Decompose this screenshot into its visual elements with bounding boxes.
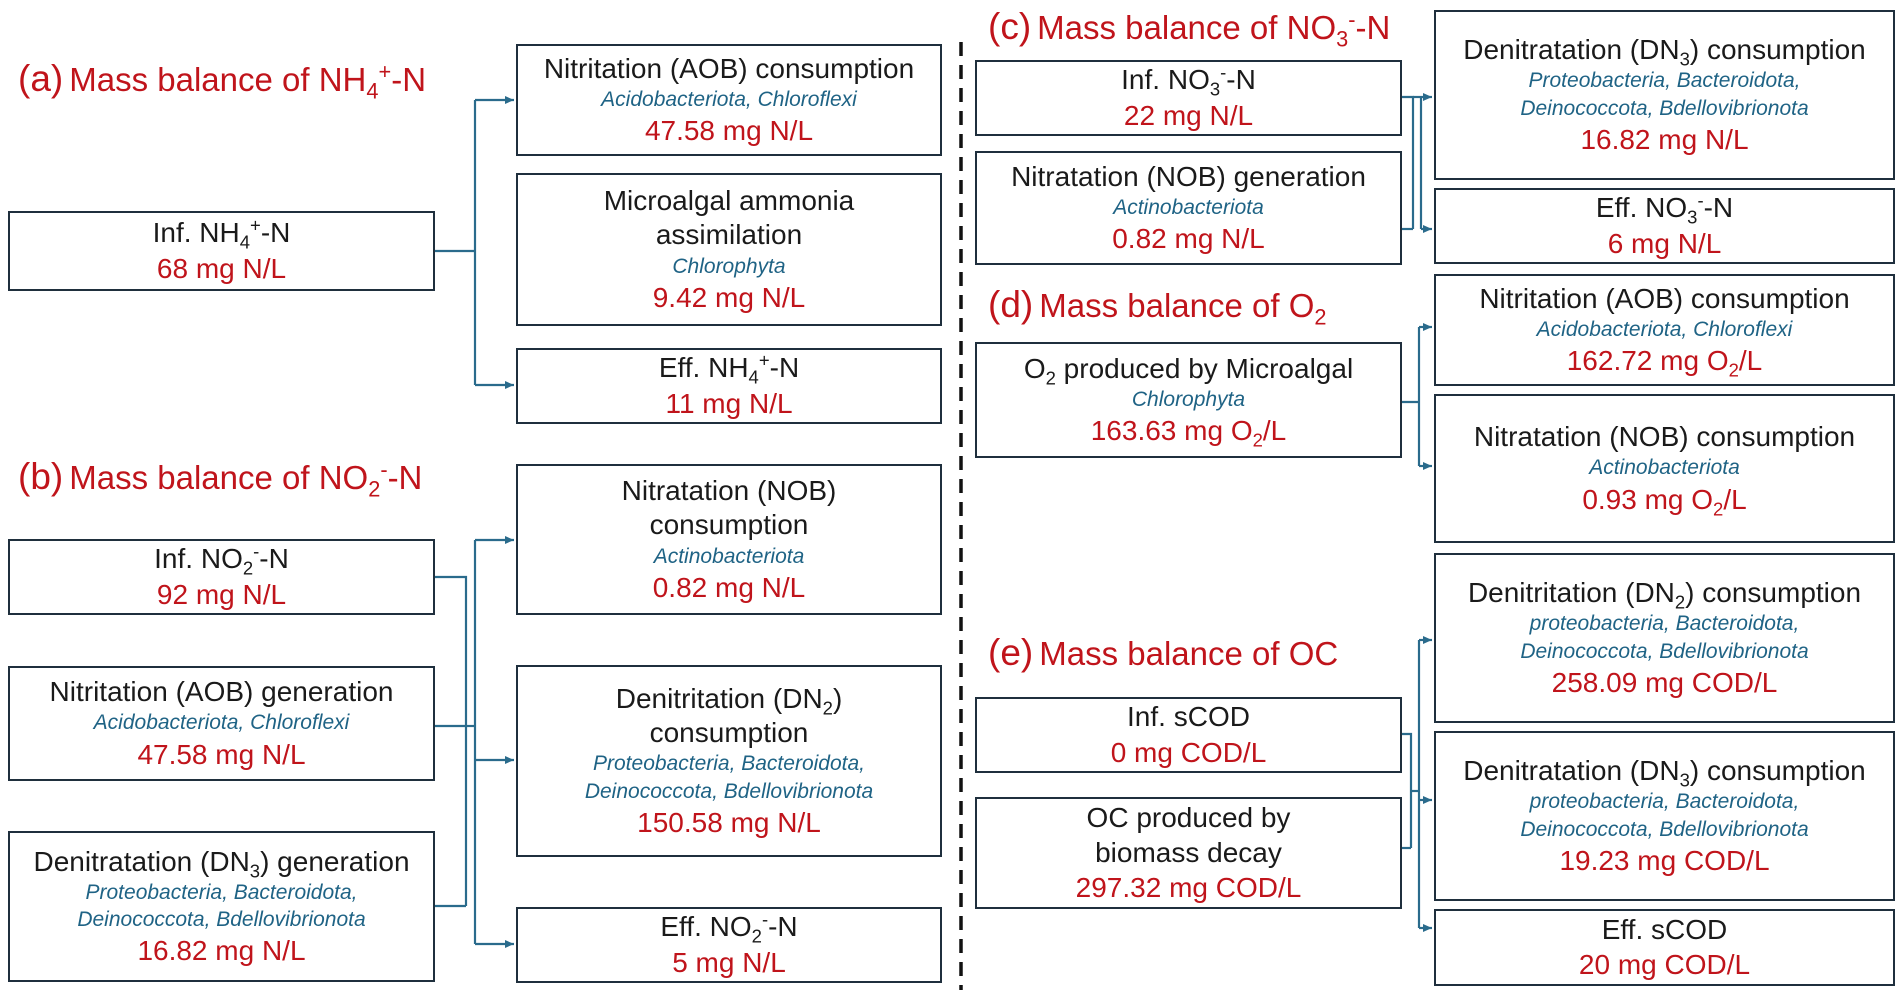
section-title-a: (a)Mass balance of NH4+-N (18, 58, 427, 104)
box-label: O2 produced by Microalgal (1023, 352, 1354, 389)
box-label: Denitratation (DN3) generation (33, 845, 410, 882)
box-denitratation-dn3-consumption: Denitratation (DN3) consumption Proteoba… (1434, 10, 1895, 180)
box-value: 11 mg N/L (665, 387, 793, 419)
box-label: Eff. NO2--N (660, 909, 798, 948)
box-value: 0.82 mg N/L (652, 571, 806, 603)
box-value: 68 mg N/L (156, 252, 287, 284)
box-label: Nitratation (NOB) consumption (1473, 421, 1856, 453)
box-nitratation-nob-generation: Nitratation (NOB) generation Actinobacte… (975, 151, 1402, 265)
box-value: 0 mg COD/L (1110, 736, 1267, 768)
box-nitratation-nob-o2-consumption: Nitratation (NOB) consumption Actinobact… (1434, 394, 1895, 543)
box-organisms-line2: Deinococcota, Bdellovibrionota (1520, 817, 1809, 841)
box-label-line1: OC produced by (1086, 802, 1291, 834)
box-eff-scod: Eff. sCOD 20 mg COD/L (1434, 909, 1895, 986)
box-organisms: Actinobacteriota (1589, 456, 1740, 480)
box-value: 258.09 mg COD/L (1551, 666, 1778, 698)
box-label-line1: Nitratation (NOB) (621, 475, 837, 507)
box-label: Denitratation (DN3) consumption (1463, 34, 1866, 70)
box-inf-scod: Inf. sCOD 0 mg COD/L (975, 697, 1402, 773)
box-label: Nitritation (AOB) consumption (543, 52, 915, 84)
box-label: Inf. NO2--N (154, 541, 289, 580)
box-denitratation-dn3-cod-consumption: Denitratation (DN3) consumption proteoba… (1434, 731, 1895, 901)
connector-a (435, 96, 514, 389)
box-value: 5 mg N/L (672, 946, 786, 978)
box-value: 0.93 mg O2/L (1582, 483, 1747, 520)
box-label: Nitritation (AOB) generation (49, 676, 394, 708)
box-value: 92 mg N/L (156, 578, 287, 610)
box-nitritation-aob-consumption: Nitritation (AOB) consumption Acidobacte… (516, 44, 942, 156)
box-value: 9.42 mg N/L (652, 281, 806, 313)
section-title-d: (d)Mass balance of O2 (988, 284, 1327, 330)
box-value: 0.82 mg N/L (1112, 223, 1265, 255)
box-denitritation-dn2-cod-consumption: Denitritation (DN2) consumption proteoba… (1434, 553, 1895, 723)
box-organisms-line2: Deinococcota, Bdellovibrionota (1520, 639, 1809, 663)
section-title-b: (b)Mass balance of NO2--N (18, 456, 423, 502)
box-label: Nitratation (NOB) generation (1011, 160, 1366, 192)
box-label: Eff. NO3--N (1595, 190, 1734, 229)
box-label-line1: Microalgal ammonia (603, 185, 855, 217)
box-organisms: Actinobacteriota (653, 544, 805, 568)
box-organisms-line2: Deinococcota, Bdellovibrionota (584, 779, 874, 803)
box-label: Eff. NH4+-N (658, 350, 800, 389)
box-label: Nitritation (AOB) consumption (1479, 282, 1850, 314)
box-inf-no3: Inf. NO3--N 22 mg N/L (975, 60, 1402, 136)
box-nitratation-nob-consumption: Nitratation (NOB) consumption Actinobact… (516, 464, 942, 615)
box-nitritation-aob-generation: Nitritation (AOB) generation Acidobacter… (8, 666, 435, 781)
box-label: Eff. sCOD (1601, 913, 1728, 945)
box-eff-nh4: Eff. NH4+-N 11 mg N/L (516, 348, 942, 424)
box-organisms: Actinobacteriota (1113, 195, 1264, 219)
section-title-c: (c)Mass balance of NO3--N (988, 6, 1391, 52)
box-value: 47.58 mg N/L (137, 738, 306, 770)
box-oc-produced-biomass-decay: OC produced by biomass decay 297.32 mg C… (975, 797, 1402, 909)
box-organisms: Acidobacteriota, Chloroflexi (93, 711, 350, 735)
box-eff-no3: Eff. NO3--N 6 mg N/L (1434, 188, 1895, 264)
box-organisms-line2: Deinococcota, Bdellovibrionota (1520, 96, 1809, 120)
box-label: Inf. NO3--N (1121, 62, 1256, 101)
box-value: 6 mg N/L (1607, 227, 1722, 259)
box-label: Denitratation (DN3) consumption (1463, 755, 1866, 791)
box-label-line2: consumption (649, 717, 809, 749)
box-label-line2: assimilation (655, 219, 803, 251)
box-value: 150.58 mg N/L (637, 806, 821, 838)
box-value: 16.82 mg N/L (1580, 123, 1749, 155)
connector-e (1402, 636, 1432, 932)
connector-c (1402, 93, 1432, 233)
box-organisms-line1: Proteobacteria, Bacteroidota, (85, 880, 358, 904)
section-title-e: (e)Mass balance of OC (988, 632, 1339, 673)
box-value: 162.72 mg O2/L (1566, 345, 1763, 381)
box-label: Inf. NH4+-N (152, 215, 291, 254)
box-denitratation-dn3-generation: Denitratation (DN3) generation Proteobac… (8, 831, 435, 982)
box-value: 16.82 mg N/L (137, 935, 306, 967)
box-organisms: Acidobacteriota, Chloroflexi (601, 87, 857, 111)
box-label-line2: biomass decay (1095, 836, 1282, 868)
box-organisms-line1: proteobacteria, Bacteroidota, (1529, 612, 1800, 636)
box-value: 20 mg COD/L (1578, 949, 1751, 981)
box-value: 163.63 mg O2/L (1090, 415, 1287, 451)
box-inf-no2: Inf. NO2--N 92 mg N/L (8, 539, 435, 615)
box-denitritation-dn2-consumption: Denitritation (DN2) consumption Proteoba… (516, 665, 942, 857)
box-value: 297.32 mg COD/L (1075, 871, 1302, 903)
box-organisms-line1: Proteobacteria, Bacteroidota, (593, 752, 865, 776)
box-organisms: Acidobacteriota, Chloroflexi (1536, 317, 1793, 341)
box-label-line1: Denitritation (DN2) (615, 683, 843, 719)
box-organisms: Chlorophyta (672, 254, 786, 278)
box-nitritation-aob-o2-consumption: Nitritation (AOB) consumption Acidobacte… (1434, 274, 1895, 386)
box-eff-no2: Eff. NO2--N 5 mg N/L (516, 907, 942, 983)
box-inf-nh4: Inf. NH4+-N 68 mg N/L (8, 211, 435, 291)
box-organisms-line1: proteobacteria, Bacteroidota, (1529, 790, 1800, 814)
box-organisms-line2: Deinococcota, Bdellovibrionota (77, 908, 366, 932)
box-label: Denitritation (DN2) consumption (1467, 577, 1862, 613)
box-microalgal-ammonia-assimilation: Microalgal ammonia assimilation Chloroph… (516, 173, 942, 326)
box-value: 22 mg N/L (1123, 99, 1254, 131)
connector-b (435, 536, 514, 948)
box-value: 47.58 mg N/L (644, 115, 814, 147)
box-label-line2: consumption (649, 509, 809, 541)
box-label: Inf. sCOD (1127, 701, 1250, 733)
box-value: 19.23 mg COD/L (1559, 844, 1770, 876)
box-organisms: Chlorophyta (1131, 387, 1246, 411)
connector-d (1402, 323, 1432, 470)
box-o2-produced-microalgal: O2 produced by Microalgal Chlorophyta 16… (975, 342, 1402, 458)
box-organisms-line1: Proteobacteria, Bacteroidota, (1528, 69, 1801, 93)
